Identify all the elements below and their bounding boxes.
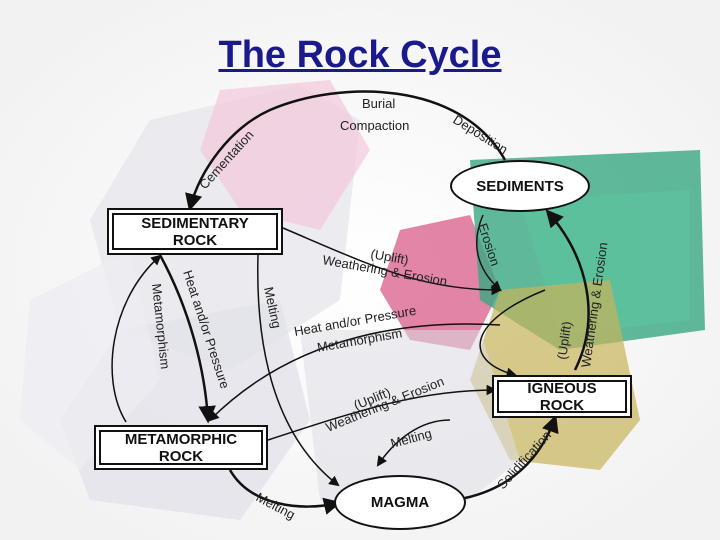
label-uplift-right: (Uplift) [554,320,574,360]
arrow-igneous-to-sediments [545,209,590,371]
label-burial: Burial [362,96,395,111]
node-sedimentary-rock: SEDIMENTARY ROCK [107,208,283,255]
label-compaction: Compaction [340,118,409,133]
arrow-metamorphic-to-magma [228,469,342,515]
cycle-arrows [111,90,590,515]
node-metamorphic-rock: METAMORPHIC ROCK [94,425,268,470]
arrow-igneous-to-metamorphic [208,323,501,422]
arrow-igneous-to-sedimentary [479,289,546,378]
node-magma: MAGMA [334,475,466,530]
arrow-sediments-erosion [476,214,502,292]
arrow-sedimentary-to-sediments [282,227,503,296]
arrow-sedimentary-to-metamorphic [158,254,216,424]
arrow-sedimentary-to-magma [257,254,340,487]
node-igneous-rock: IGNEOUS ROCK [492,375,632,418]
label-uplift-1: (Uplift) [369,246,409,267]
arrow-metamorphic-to-igneous [267,384,498,441]
arrow-sediments-to-sedimentary [185,90,507,212]
arrow-metamorphic-to-sedimentary [111,254,162,423]
node-sediments: SEDIMENTS [450,160,590,212]
page-title: The Rock Cycle [218,34,502,76]
arrow-magma-to-igneous [464,414,559,500]
arrow-magma-to-metamorphic [376,419,451,467]
